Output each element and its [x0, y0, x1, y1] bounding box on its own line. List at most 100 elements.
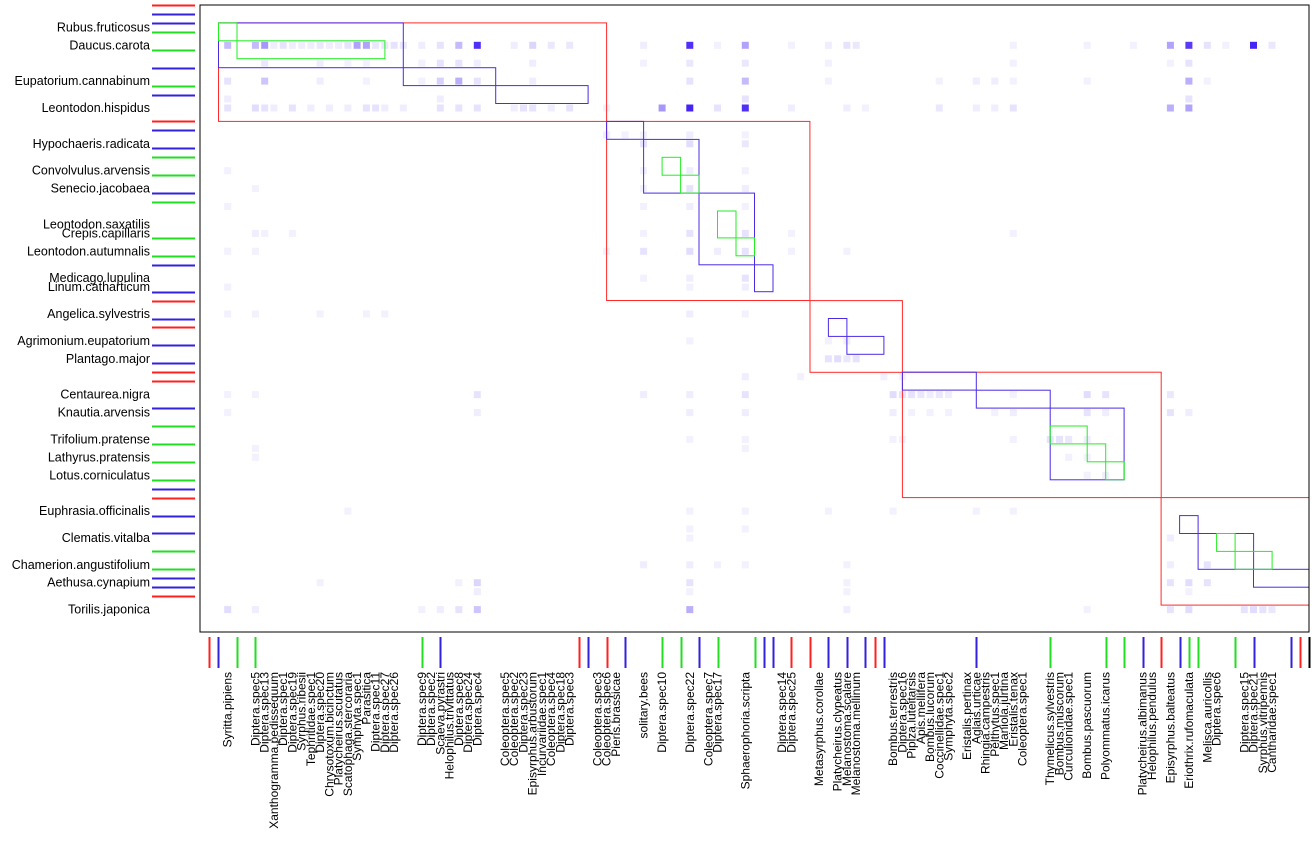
pollinator-label: Rhingia.campestris	[979, 672, 993, 774]
plant-label: Centaurea.nigra	[60, 388, 150, 402]
interaction-cell	[741, 77, 749, 85]
interaction-cell	[843, 606, 851, 614]
interaction-cell	[1185, 579, 1193, 587]
interaction-cell	[362, 41, 370, 49]
interaction-cell	[1009, 229, 1017, 237]
interaction-cell	[1083, 77, 1091, 85]
interaction-cell	[473, 77, 481, 85]
module-box-level2	[1179, 515, 1199, 534]
interaction-cell	[251, 185, 259, 193]
interaction-cell	[1166, 579, 1174, 587]
interaction-cell	[991, 104, 999, 112]
interaction-cell	[1222, 41, 1230, 49]
interaction-cell	[972, 77, 980, 85]
interaction-cell	[741, 409, 749, 417]
pollinator-label: Bombus.lucorum	[923, 672, 937, 762]
interaction-cell	[1259, 606, 1267, 614]
interaction-cell	[935, 77, 943, 85]
pollinator-label: Diptera.spec27	[378, 672, 392, 753]
interaction-cell	[843, 588, 851, 596]
module-box-level2	[606, 120, 645, 140]
interaction-cell	[935, 104, 943, 112]
module-box-level3	[680, 174, 700, 194]
pollinator-label: Eristalis.tenax	[1006, 672, 1020, 747]
interaction-cell	[261, 59, 269, 67]
interaction-cell	[381, 310, 389, 318]
interaction-cell	[251, 229, 259, 237]
interaction-cell	[880, 373, 888, 381]
interaction-cell	[686, 391, 694, 399]
module-box-level2	[495, 85, 589, 104]
interaction-cell	[714, 561, 721, 569]
plant-label: Trifolium.pratense	[50, 432, 150, 446]
interaction-cell	[473, 391, 481, 399]
plant-label: Leontodon.autumnalis	[27, 244, 150, 258]
interaction-cell	[335, 41, 343, 49]
interaction-cell	[1166, 59, 1174, 67]
interaction-cell	[473, 41, 481, 49]
module-box-level1	[218, 22, 608, 122]
interaction-cell	[686, 409, 694, 417]
interaction-cell	[344, 507, 352, 515]
pollinator-label: Platycheirus.albimanus	[1136, 672, 1150, 795]
pollinator-label: Diptera.spec17	[711, 672, 725, 753]
module-box-level2	[754, 264, 774, 293]
interaction-cell	[362, 310, 370, 318]
interaction-cell	[529, 104, 537, 112]
interaction-cell	[741, 104, 749, 112]
module-boxes-level2	[218, 22, 1310, 588]
interaction-cell	[455, 41, 463, 49]
interaction-cell	[307, 41, 315, 49]
interaction-cell	[621, 131, 629, 139]
interaction-cell	[686, 274, 694, 282]
pollinator-label: Xanthogramma.pedissequum	[267, 672, 281, 829]
module-box-level2	[643, 138, 700, 194]
interaction-cell	[686, 185, 694, 193]
interaction-cell	[741, 561, 749, 569]
pollinator-label: Diptera.spec2	[424, 672, 438, 746]
interaction-cell	[1250, 41, 1257, 49]
interaction-cell	[926, 391, 934, 399]
plant-label: Convolvulus.arvensis	[32, 164, 150, 178]
interaction-cell	[547, 41, 555, 49]
pollinator-label: Metasyrphus.corollae	[812, 672, 826, 786]
module-boxes-level3	[218, 22, 1273, 570]
interaction-cell	[1009, 41, 1017, 49]
interaction-cell	[251, 310, 259, 318]
interaction-cell	[436, 104, 444, 112]
module-box-level3	[218, 22, 238, 42]
interaction-cell	[843, 579, 851, 587]
interaction-cell	[741, 140, 749, 148]
pollinator-label: Diptera.spec26	[387, 672, 401, 753]
interaction-cell	[843, 104, 851, 112]
interaction-cell	[788, 247, 795, 255]
interaction-cell	[316, 59, 324, 67]
interaction-cell	[362, 59, 370, 67]
interaction-cell	[686, 41, 694, 49]
pollinator-label: Diptera.spec25	[785, 672, 799, 753]
interaction-cell	[1240, 606, 1248, 614]
plot-frame	[199, 4, 1310, 633]
interaction-cell	[529, 59, 537, 67]
interaction-cell	[686, 140, 694, 148]
interaction-cell	[288, 229, 296, 237]
interaction-cell	[1185, 77, 1193, 85]
interaction-cell	[741, 167, 749, 175]
pollinator-label: Scaeva.pyrastri	[433, 672, 447, 755]
interaction-cell	[316, 579, 324, 587]
interaction-cell	[741, 507, 749, 515]
pollinator-label: Curculionidae.spec1	[1062, 672, 1076, 781]
interaction-cell	[455, 579, 463, 587]
interaction-cell	[861, 104, 869, 112]
pollinator-label: Apis.mellifera	[914, 672, 928, 744]
interaction-cell	[640, 391, 648, 399]
interaction-cell	[1065, 453, 1073, 461]
interaction-cell	[298, 41, 306, 49]
interaction-cell	[547, 104, 555, 112]
interaction-cell	[686, 167, 694, 175]
plant-label: Plantago.major	[66, 352, 150, 366]
module-box-level3	[1105, 461, 1125, 481]
pollinator-label: Diptera.spec4	[470, 672, 484, 746]
